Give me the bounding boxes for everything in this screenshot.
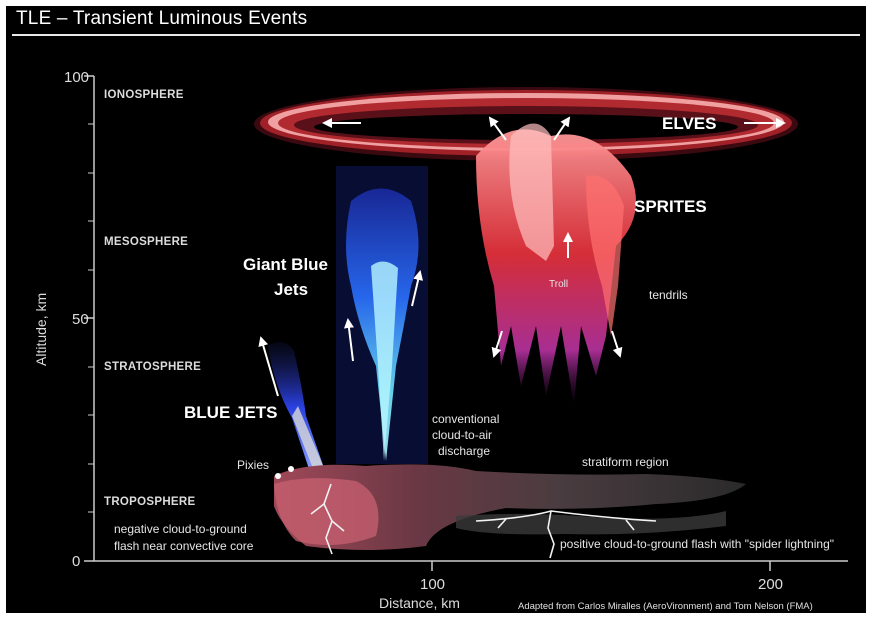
label-troll: Troll bbox=[549, 279, 568, 290]
label-conventional-line1: conventional bbox=[432, 412, 499, 426]
label-negative-line1: negative cloud-to-ground bbox=[114, 522, 247, 536]
label-pixies: Pixies bbox=[237, 458, 269, 472]
layer-troposphere: TROPOSPHERE bbox=[104, 496, 196, 508]
y-tick-50: 50 bbox=[72, 311, 89, 328]
label-giant-blue-jets-line1: Giant Blue bbox=[243, 255, 328, 274]
y-tick-100: 100 bbox=[64, 69, 89, 86]
tle-illustration: 100 50 0 100 200 Altitude, km Distance, … bbox=[6, 6, 866, 613]
label-giant-blue-jets-line2: Jets bbox=[274, 280, 308, 299]
source-credit: Adapted from Carlos Miralles (AeroVironm… bbox=[518, 601, 813, 612]
label-conventional-line3: discharge bbox=[438, 444, 490, 458]
tendril-arrow-right bbox=[612, 331, 620, 356]
x-tick-100: 100 bbox=[420, 576, 445, 593]
layer-stratosphere: STRATOSPHERE bbox=[104, 361, 201, 373]
label-negative-line2: flash near convective core bbox=[114, 539, 254, 553]
layer-mesosphere: MESOSPHERE bbox=[104, 236, 188, 248]
label-sprites: SPRITES bbox=[634, 197, 707, 216]
x-axis bbox=[94, 561, 848, 571]
sprites bbox=[476, 124, 636, 407]
x-axis-title: Distance, km bbox=[379, 595, 460, 611]
label-elves: ELVES bbox=[662, 114, 716, 133]
pixie-dot-1 bbox=[275, 473, 281, 479]
y-tick-0: 0 bbox=[72, 553, 80, 570]
label-positive: positive cloud-to-ground flash with "spi… bbox=[560, 537, 834, 551]
x-tick-200: 200 bbox=[758, 576, 783, 593]
label-blue-jets: BLUE JETS bbox=[184, 403, 278, 422]
layer-ionosphere: IONOSPHERE bbox=[104, 89, 184, 101]
diagram-frame: TLE – Transient Luminous Events bbox=[6, 6, 866, 613]
label-stratiform: stratiform region bbox=[582, 455, 669, 469]
y-axis-title: Altitude, km bbox=[33, 293, 49, 366]
pixie-dot-2 bbox=[288, 466, 294, 472]
giant-blue-jet bbox=[336, 166, 428, 464]
label-tendrils: tendrils bbox=[649, 288, 688, 302]
label-conventional-line2: cloud-to-air bbox=[432, 428, 492, 442]
